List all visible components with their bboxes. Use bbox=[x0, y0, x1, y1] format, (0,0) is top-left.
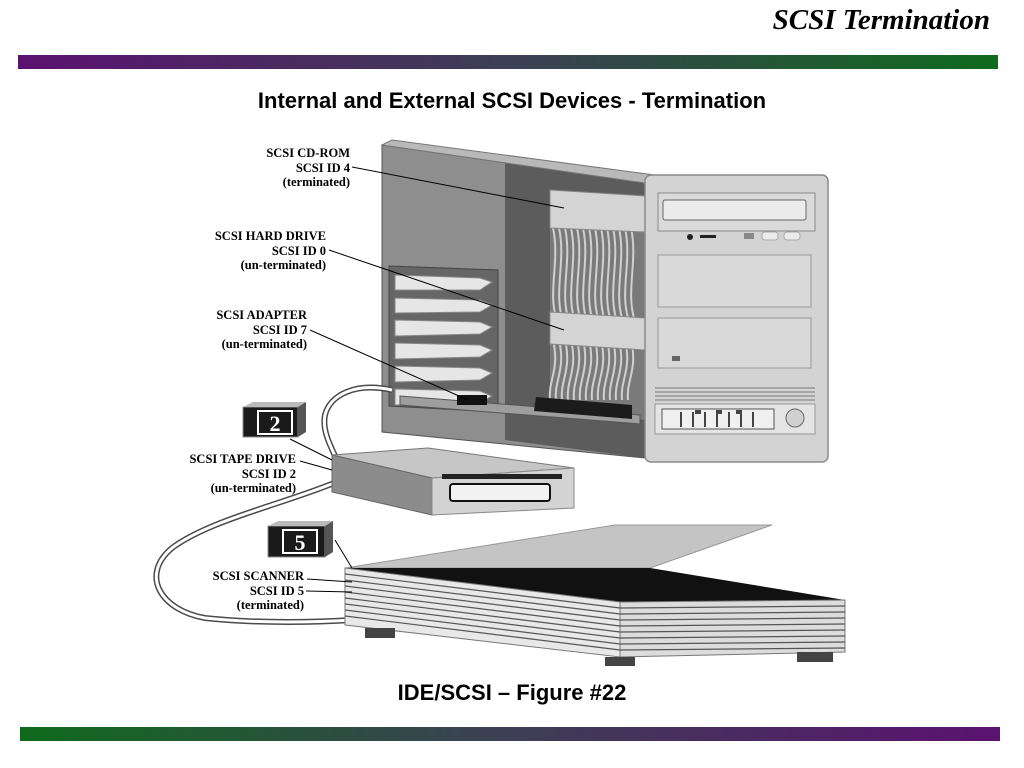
tape-door bbox=[449, 483, 551, 502]
cdrom-name: SCSI CD-ROM bbox=[266, 146, 350, 160]
scanner-lid bbox=[344, 524, 773, 569]
hard-drive-body bbox=[549, 311, 646, 351]
drive-bay-blank bbox=[657, 254, 812, 308]
harddrive-id: SCSI ID 0 bbox=[271, 243, 326, 258]
cdrom-id: SCSI ID 4 bbox=[295, 160, 350, 175]
slide-title: SCSI Termination bbox=[772, 4, 990, 36]
scanner-id-badge: 5 bbox=[267, 521, 333, 558]
scanner-id-number: 5 bbox=[295, 530, 306, 555]
cdrom-state: (terminated) bbox=[282, 175, 350, 189]
diagram-heading: Internal and External SCSI Devices - Ter… bbox=[257, 88, 767, 113]
callout-hard-drive: SCSI HARD DRIVE SCSI ID 0 (un-terminated… bbox=[215, 229, 326, 273]
adapter-connector bbox=[457, 395, 487, 405]
adapter-state: (un-terminated) bbox=[221, 337, 307, 351]
tape-slot bbox=[442, 474, 562, 479]
adapter-name: SCSI ADAPTER bbox=[216, 308, 307, 322]
cdrom-tray bbox=[662, 199, 807, 221]
tape-drive bbox=[331, 447, 575, 516]
top-divider-band bbox=[18, 55, 998, 69]
tape-id: SCSI ID 2 bbox=[241, 466, 296, 481]
tape-name: SCSI TAPE DRIVE bbox=[189, 452, 296, 466]
scanner-id: SCSI ID 5 bbox=[249, 583, 304, 598]
tape-state: (un-terminated) bbox=[210, 481, 296, 495]
tape-id-badge: 2 bbox=[242, 402, 306, 438]
power-button bbox=[785, 408, 805, 428]
scanner-name: SCSI SCANNER bbox=[212, 569, 304, 583]
cdrom-drive-body bbox=[549, 189, 646, 233]
leader-lines bbox=[289, 166, 565, 593]
figure-caption: IDE/SCSI – Figure #22 bbox=[397, 680, 627, 705]
callout-cdrom: SCSI CD-ROM SCSI ID 4 (terminated) bbox=[266, 146, 350, 190]
callout-tape-drive: SCSI TAPE DRIVE SCSI ID 2 (un-terminated… bbox=[189, 452, 296, 496]
bottom-divider-band bbox=[20, 727, 1000, 741]
adapter-id: SCSI ID 7 bbox=[252, 322, 307, 337]
floppy-bay bbox=[657, 317, 812, 369]
adapter-card-connector bbox=[534, 397, 632, 419]
computer-case bbox=[380, 139, 829, 463]
harddrive-name: SCSI HARD DRIVE bbox=[214, 229, 326, 243]
callout-adapter: SCSI ADAPTER SCSI ID 7 (un-terminated) bbox=[216, 308, 307, 352]
front-vents bbox=[655, 387, 815, 401]
scanner-state: (terminated) bbox=[236, 598, 304, 612]
harddrive-state: (un-terminated) bbox=[240, 258, 326, 272]
tape-id-number: 2 bbox=[270, 411, 281, 436]
callout-scanner: SCSI SCANNER SCSI ID 5 (terminated) bbox=[213, 569, 304, 613]
scanner bbox=[344, 524, 846, 666]
